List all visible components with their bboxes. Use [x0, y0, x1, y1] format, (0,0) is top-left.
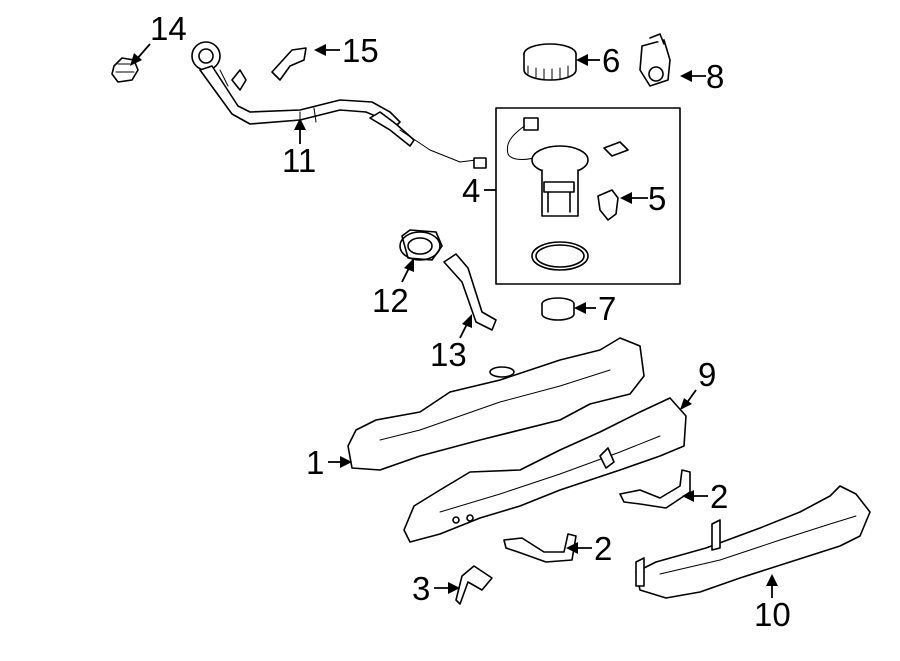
part-seal-7 [541, 297, 575, 321]
callout-6: 6 [602, 42, 620, 79]
callout-9: 9 [698, 356, 716, 393]
part-fuel-pump-module [495, 107, 681, 285]
callout-2-lower: 2 [594, 530, 612, 567]
callout-13: 13 [430, 336, 467, 373]
part-skid-plate [403, 397, 687, 543]
part-bracket-15 [271, 47, 307, 81]
leader-arrows [130, 43, 778, 598]
part-strap-clip [455, 565, 493, 605]
part-fuel-tank [347, 337, 645, 471]
callout-1: 1 [306, 444, 324, 481]
callout-4: 4 [462, 172, 480, 209]
callout-7: 7 [598, 290, 616, 327]
part-sensor-bracket [639, 33, 671, 87]
part-vent-valve [399, 229, 443, 261]
callout-11: 11 [282, 142, 316, 179]
part-connector-5 [597, 189, 619, 221]
part-lock-ring [523, 43, 577, 81]
part-hose [443, 253, 497, 331]
callout-8: 8 [706, 58, 724, 95]
callout-14: 14 [150, 10, 187, 47]
part-strap-lower [503, 533, 577, 563]
part-heat-shield [635, 485, 871, 599]
callout-2-upper: 2 [710, 478, 728, 515]
callout-12: 12 [372, 282, 409, 319]
callout-15: 15 [342, 32, 379, 69]
part-filler-pipe [191, 41, 487, 169]
callout-5: 5 [648, 180, 666, 217]
part-strap-upper [619, 469, 691, 509]
callout-10: 10 [754, 596, 791, 633]
callout-3: 3 [412, 570, 430, 607]
